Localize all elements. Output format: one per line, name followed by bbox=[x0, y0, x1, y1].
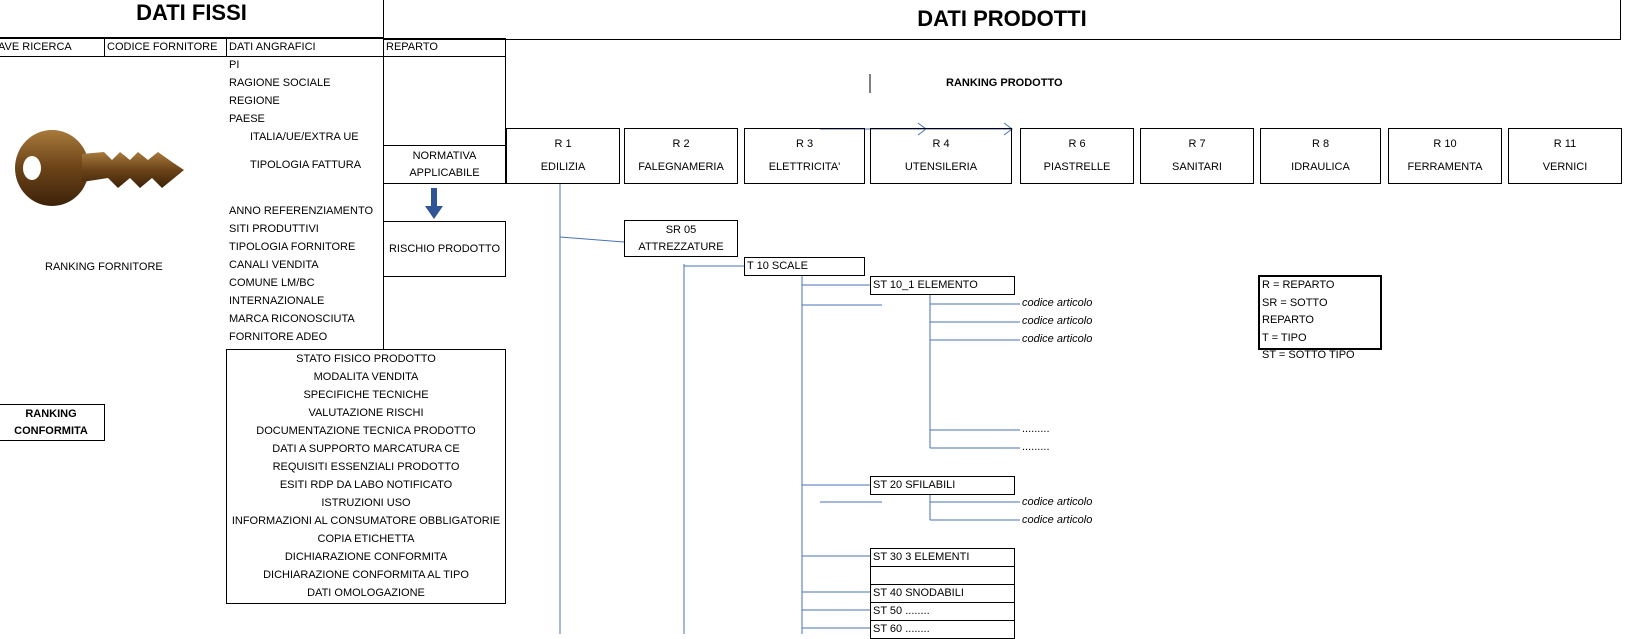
field-italia-ue: ITALIA/UE/EXTRA UE bbox=[250, 131, 359, 143]
type-t10: T 10 SCALE bbox=[744, 257, 865, 276]
field-regione: REGIONE bbox=[229, 95, 280, 107]
subtype-st50: ST 50 ........ bbox=[870, 602, 1015, 621]
legend-box: R = REPARTO SR = SOTTO REPARTO T = TIPO … bbox=[1258, 275, 1382, 361]
field-ragione-sociale: RAGIONE SOCIALE bbox=[229, 77, 331, 89]
col-personal-data: DATI ANGRAFICI bbox=[226, 38, 384, 57]
subtype-st10: ST 10_1 ELEMENTO bbox=[870, 276, 1015, 295]
subtype-st40: ST 40 SNODABILI bbox=[870, 584, 1015, 603]
field-pi: PI bbox=[229, 59, 240, 71]
conformity-item: DICHIARAZIONE CONFORMITA AL TIPO bbox=[263, 569, 469, 581]
conformity-item: SPECIFICHE TECNICHE bbox=[303, 389, 429, 401]
dots-placeholder: ......... bbox=[1022, 423, 1050, 435]
dots-placeholder: ......... bbox=[1022, 441, 1050, 453]
col-search-key: AVE RICERCA bbox=[0, 38, 105, 57]
header-dati-fissi: DATI FISSI bbox=[0, 0, 384, 38]
field-comune: COMUNE LM/BC bbox=[229, 277, 315, 289]
conformity-item: ISTRUZIONI USO bbox=[321, 497, 411, 509]
field-canali-vendita: CANALI VENDITA bbox=[229, 259, 319, 271]
col-department: REPARTO bbox=[383, 38, 506, 57]
article-code: codice articolo bbox=[1022, 315, 1093, 327]
conformity-item: STATO FISICO PRODOTTO bbox=[296, 353, 436, 365]
subtype-st60: ST 60 ........ bbox=[870, 620, 1015, 639]
subtype-empty bbox=[870, 566, 1015, 585]
conformity-item: MODALITA VENDITA bbox=[313, 371, 419, 383]
field-siti-produttivi: SITI PRODUTTIVI bbox=[229, 223, 319, 235]
arrow-down-icon bbox=[425, 188, 443, 219]
article-code: codice articolo bbox=[1022, 297, 1093, 309]
department-box bbox=[383, 56, 506, 146]
personal-col-border bbox=[383, 56, 384, 349]
field-internazionale: INTERNAZIONALE bbox=[229, 295, 325, 307]
key-icon bbox=[15, 130, 184, 206]
conformity-item: DATI A SUPPORTO MARCATURA CE bbox=[272, 443, 460, 455]
field-tipologia-fornitore: TIPOLOGIA FORNITORE bbox=[229, 241, 356, 253]
conformity-item: COPIA ETICHETTA bbox=[317, 533, 415, 545]
legend-item: SR = SOTTO REPARTO bbox=[1262, 296, 1328, 327]
conformity-item: REQUISITI ESSENZIALI PRODOTTO bbox=[272, 461, 460, 473]
ranking-fornitore: RANKING FORNITORE bbox=[45, 261, 163, 273]
legend-item: T = TIPO bbox=[1262, 331, 1307, 344]
field-anno-referenziamento: ANNO REFERENZIAMENTO bbox=[229, 205, 374, 217]
conformity-item: ESITI RDP DA LABO NOTIFICATO bbox=[279, 479, 453, 491]
legend-item: ST = SOTTO TIPO bbox=[1262, 349, 1355, 361]
field-tipologia-fattura: TIPOLOGIA FATTURA bbox=[250, 159, 362, 171]
col-supplier-code: CODICE FORNITORE bbox=[104, 38, 227, 57]
field-marca-riconosciuta: MARCA RICONOSCIUTA bbox=[229, 313, 355, 325]
article-code: codice articolo bbox=[1022, 496, 1093, 508]
ranking-conformita: RANKING CONFORMITA bbox=[0, 404, 105, 441]
field-fornitore-adeo: FORNITORE ADEO bbox=[229, 331, 328, 343]
ranking-prodotto: RANKING PRODOTTO bbox=[946, 77, 1063, 89]
conformity-item: INFORMAZIONI AL CONSUMATORE OBBLIGATORIE bbox=[231, 515, 501, 527]
normativa-applicabile: NORMATIVA APPLICABILE bbox=[383, 145, 506, 184]
conformity-item: DOCUMENTAZIONE TECNICA PRODOTTO bbox=[256, 425, 476, 437]
subtype-st20: ST 20 SFILABILI bbox=[870, 476, 1015, 495]
header-dati-prodotti: DATI PRODOTTI bbox=[383, 0, 1621, 40]
subtype-st30: ST 30 3 ELEMENTI bbox=[870, 548, 1015, 567]
conformity-item: VALUTAZIONE RISCHI bbox=[308, 407, 424, 419]
article-code: codice articolo bbox=[1022, 333, 1093, 345]
conformity-item: DATI OMOLOGAZIONE bbox=[307, 587, 425, 599]
legend-item: R = REPARTO bbox=[1262, 279, 1335, 291]
field-paese: PAESE bbox=[229, 113, 265, 125]
article-code: codice articolo bbox=[1022, 514, 1093, 526]
conformity-item: DICHIARAZIONE CONFORMITA bbox=[284, 551, 448, 563]
rischio-prodotto: RISCHIO PRODOTTO bbox=[383, 221, 506, 277]
conformity-fields-box: STATO FISICO PRODOTTO MODALITA VENDITA S… bbox=[226, 349, 506, 604]
